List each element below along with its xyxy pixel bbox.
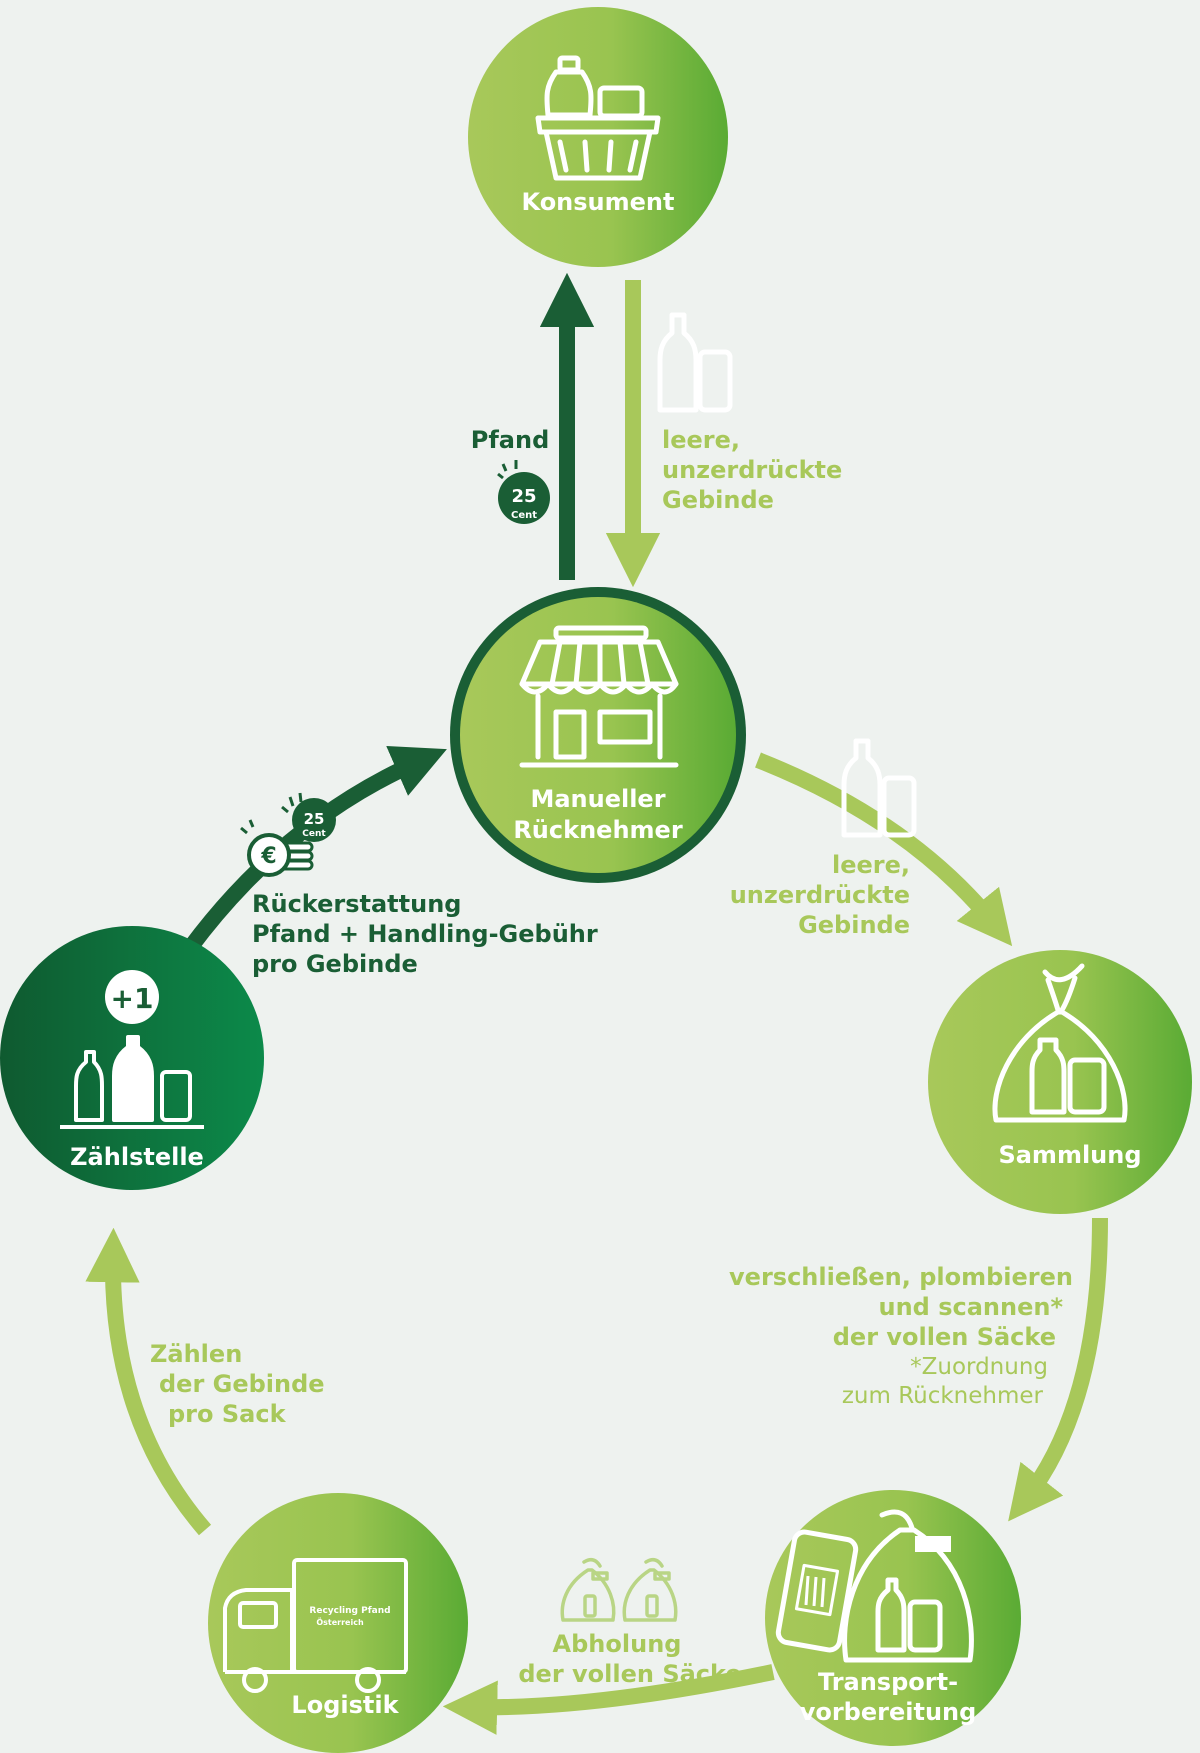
truck-logo-line1: Recycling Pfand bbox=[309, 1606, 390, 1616]
label-zaehlstelle: Zählstelle bbox=[70, 1143, 204, 1171]
arrow-to-zaehlstelle bbox=[85, 1227, 212, 1536]
small-sacks-icon bbox=[560, 1558, 678, 1622]
zaehlen-line3: pro Sack bbox=[168, 1400, 287, 1428]
arrow-rueckerstattung bbox=[183, 746, 447, 953]
phone-scanner-icon bbox=[775, 1529, 859, 1653]
top-leere-line1: leere, bbox=[662, 426, 740, 454]
coin-stack-value: 25 bbox=[304, 810, 325, 828]
coin-stack-unit: Cent bbox=[302, 829, 326, 839]
top-leere-line2: unzerdrückte bbox=[662, 456, 842, 484]
coin-stack-icon bbox=[240, 792, 336, 877]
label-pfand: Pfand bbox=[471, 426, 550, 454]
verschliessen-line3: der vollen Säcke bbox=[833, 1323, 1056, 1351]
right-leere-line3: Gebinde bbox=[798, 911, 910, 939]
arrow-to-transport bbox=[1008, 1217, 1108, 1522]
label-logistik: Logistik bbox=[291, 1691, 399, 1719]
truck-logo-line2: Österreich bbox=[316, 1617, 364, 1627]
shop-icon bbox=[519, 625, 679, 768]
node-logistik: Recycling Pfand Österreich Logistik bbox=[208, 1493, 468, 1753]
top-leere-line3: Gebinde bbox=[662, 486, 774, 514]
flow-arrows bbox=[85, 272, 1108, 1735]
euro-icon: € bbox=[260, 844, 276, 869]
rueckerstattung-line1: Rückerstattung bbox=[252, 890, 461, 918]
label-transport-line1: Transport- bbox=[818, 1668, 958, 1696]
arrow-to-sammlung bbox=[755, 752, 1013, 947]
node-zaehlstelle: +1 Zählstelle bbox=[0, 926, 264, 1190]
counted-bottles-icon bbox=[60, 1035, 204, 1129]
node-sammlung: Sammlung bbox=[928, 950, 1192, 1214]
zuordnung-line2: zum Rücknehmer bbox=[842, 1383, 1044, 1409]
coin-value: 25 bbox=[511, 486, 536, 507]
right-bottle-icon bbox=[841, 738, 917, 838]
verschliessen-line2: und scannen* bbox=[879, 1293, 1064, 1321]
rueckerstattung-line2: Pfand + Handling-Gebühr bbox=[252, 920, 598, 948]
zaehlen-line2: der Gebinde bbox=[159, 1370, 325, 1398]
node-konsument: Konsument bbox=[468, 7, 728, 267]
truck-icon bbox=[223, 1558, 408, 1693]
sealed-sack-icon bbox=[842, 1509, 974, 1663]
node-transportvorbereitung: Transport- vorbereitung bbox=[765, 1490, 1021, 1746]
zuordnung-line1: *Zuordnung bbox=[910, 1354, 1048, 1380]
label-ruecknehmer-line1: Manueller bbox=[530, 785, 665, 813]
rueckerstattung-line3: pro Gebinde bbox=[252, 950, 418, 978]
verschliessen-line1: verschließen, plombieren bbox=[729, 1263, 1073, 1291]
right-leere-line1: leere, bbox=[832, 851, 910, 879]
shopping-basket-icon bbox=[535, 55, 661, 181]
label-transport-line2: vorbereitung bbox=[800, 1698, 977, 1726]
plus-one-badge bbox=[105, 970, 159, 1024]
plus-one-text: +1 bbox=[111, 982, 154, 1015]
pfand-group: Pfand 25 Cent bbox=[471, 426, 550, 524]
coin-icon bbox=[498, 472, 550, 524]
label-ruecknehmer-line2: Rücknehmer bbox=[513, 816, 682, 844]
abholung-line2: der vollen Säcke bbox=[518, 1660, 741, 1688]
coin-unit: Cent bbox=[511, 510, 537, 521]
label-konsument: Konsument bbox=[522, 188, 675, 216]
node-manueller-ruecknehmer: Manueller Rücknehmer bbox=[450, 587, 746, 883]
right-leere-line2: unzerdrückte bbox=[730, 881, 910, 909]
abholung-line1: Abholung bbox=[553, 1630, 682, 1658]
label-sammlung: Sammlung bbox=[998, 1141, 1141, 1169]
collection-sack-icon bbox=[992, 963, 1128, 1123]
arrow-to-logistik bbox=[442, 1664, 775, 1735]
zaehlen-line1: Zählen bbox=[150, 1340, 242, 1368]
top-bottle-icon bbox=[657, 312, 733, 413]
